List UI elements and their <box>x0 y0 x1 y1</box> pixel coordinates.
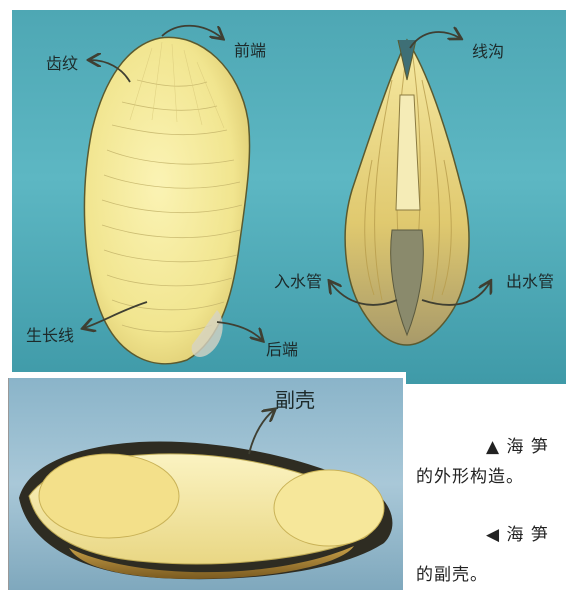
shell-structure-panel: 齿纹 前端 线沟 入水管 出水管 生长线 后端 <box>12 10 566 384</box>
accessory-shell-panel: 副壳 <box>8 378 403 590</box>
caption1-line1: ▲ 海 笋 <box>486 432 549 457</box>
shell-illustration <box>12 10 566 384</box>
caption1-line2: 的外形构造。 <box>416 462 524 487</box>
label-outlet-tube: 出水管 <box>506 268 554 292</box>
accessory-shell-illustration <box>9 378 403 590</box>
label-groove: 线沟 <box>472 38 504 62</box>
label-growth-lines: 生长线 <box>26 322 74 346</box>
label-inlet-tube: 入水管 <box>274 268 322 292</box>
label-accessory-shell: 副壳 <box>275 384 315 413</box>
label-teeth: 齿纹 <box>46 50 78 74</box>
label-rear-end: 后端 <box>266 336 298 360</box>
left-shell <box>84 37 249 363</box>
label-front-end: 前端 <box>234 37 266 61</box>
right-shell <box>345 40 469 345</box>
caption2-line1: ◀ 海 笋 <box>486 520 549 545</box>
caption2-line2: 的副壳。 <box>416 560 488 585</box>
